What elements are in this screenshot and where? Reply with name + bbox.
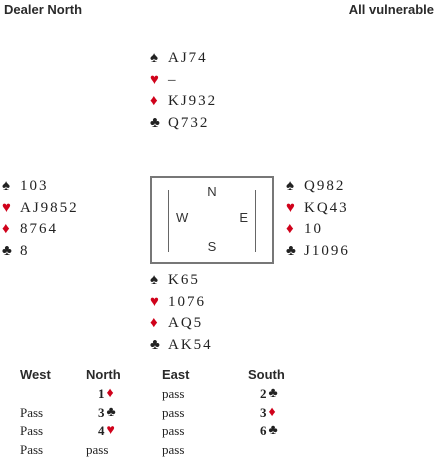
south-diamonds-cards: AQ5 <box>168 315 204 332</box>
north-hearts-row: ♥– <box>150 70 217 92</box>
auction-bid-text: pass <box>162 423 185 438</box>
auction-bid-text: Pass <box>20 441 44 457</box>
south-spades-cards: K65 <box>168 272 200 289</box>
east-hearts-row: ♥ KQ43 <box>286 198 350 220</box>
club-icon: ♣ <box>150 114 160 131</box>
heart-icon: ♥ <box>106 423 115 438</box>
club-icon: ♣ <box>286 242 296 259</box>
auction-bid-text: Pass <box>20 423 44 438</box>
south-clubs-row: ♣ AK54 <box>150 335 213 357</box>
compass-east: E <box>239 210 248 225</box>
auction-bid: pass <box>162 404 184 422</box>
spade-icon: ♠ <box>150 272 158 289</box>
club-icon: ♣ <box>268 386 278 401</box>
auction-bid-text: pass <box>86 441 109 457</box>
diamond-icon: ♦ <box>286 221 294 238</box>
auction-bid: pass <box>162 422 184 440</box>
club-icon: ♣ <box>2 242 12 259</box>
east-spades-cards: Q982 <box>304 178 346 195</box>
spade-icon: ♠ <box>286 178 294 195</box>
auction-bid-level: 1 <box>98 386 105 401</box>
auction-bid: 3♦ <box>260 404 276 422</box>
west-diamonds-row: ♦ 8764 <box>2 219 79 241</box>
east-spades-row: ♠ Q982 <box>286 176 350 198</box>
auction-bid: Pass <box>20 441 43 459</box>
north-spades-cards: AJ74 <box>168 50 208 67</box>
auction-header-east: East <box>162 367 190 382</box>
diamond-icon: ♦ <box>268 404 276 420</box>
west-spades-row: ♠ 103 <box>2 176 79 198</box>
south-hearts-cards: 1076 <box>168 293 206 310</box>
club-icon: ♣ <box>106 404 116 420</box>
compass-table: N W E S <box>150 176 274 264</box>
west-hearts-cards: AJ9852 <box>20 199 79 216</box>
dealer-label: Dealer North <box>4 2 83 17</box>
north-clubs-row: ♣ Q732 <box>150 113 217 135</box>
compass-north: N <box>207 184 217 199</box>
south-diamonds-row: ♦ AQ5 <box>150 313 213 335</box>
diamond-icon: ♦ <box>2 221 10 238</box>
north-hand: ♠ AJ74 ♥–♦ KJ932 ♣ Q732 <box>150 48 217 134</box>
auction-bid: Pass <box>20 404 43 422</box>
auction-bid-text: Pass <box>20 404 44 420</box>
east-clubs-row: ♣ J1096 <box>286 241 350 263</box>
club-icon: ♣ <box>268 423 278 438</box>
auction-header-south: South <box>248 367 285 382</box>
compass-inner-frame <box>168 190 256 252</box>
west-hand: ♠103♥AJ9852♦8764♣8 <box>2 176 79 262</box>
south-spades-row: ♠ K65 <box>150 270 213 292</box>
east-hand: ♠ Q982 ♥ KQ43 ♦ 10 ♣ J1096 <box>286 176 350 262</box>
north-diamonds-cards: KJ932 <box>168 93 218 110</box>
spade-icon: ♠ <box>150 50 158 67</box>
auction-bid: pass <box>162 385 184 403</box>
auction-bid-level: 4 <box>98 423 105 438</box>
compass-west: W <box>176 210 189 225</box>
heart-icon: ♥ <box>2 199 11 216</box>
diamond-icon: ♦ <box>150 315 158 332</box>
auction-bid: 6♣ <box>260 422 278 440</box>
east-diamonds-cards: 10 <box>304 221 323 238</box>
vulnerability-label: All vulnerable <box>348 2 434 17</box>
north-hearts-cards: – <box>168 71 178 88</box>
compass-south: S <box>207 239 217 254</box>
heart-icon: ♥ <box>150 293 159 310</box>
diamond-icon: ♦ <box>150 93 158 110</box>
east-clubs-cards: J1096 <box>304 242 350 259</box>
auction-bid: Pass <box>20 422 43 440</box>
north-clubs-cards: Q732 <box>168 114 210 131</box>
spade-icon: ♠ <box>2 178 10 195</box>
diamond-icon: ♦ <box>106 386 114 401</box>
south-hand: ♠ K65 ♥ 1076 ♦ AQ5 ♣ AK54 <box>150 270 213 356</box>
west-clubs-row: ♣8 <box>2 241 79 263</box>
west-diamonds-cards: 8764 <box>20 221 58 238</box>
east-hearts-cards: KQ43 <box>304 199 349 216</box>
auction-bid: 3♣ <box>98 404 116 422</box>
heart-icon: ♥ <box>150 71 159 88</box>
auction-header-north: North <box>86 367 121 382</box>
auction-bid: pass <box>162 441 184 459</box>
auction-bid-level: 2 <box>260 386 267 401</box>
west-spades-cards: 103 <box>20 178 49 195</box>
auction-bid-level: 3 <box>260 404 267 420</box>
south-clubs-cards: AK54 <box>168 336 213 353</box>
auction-bid: pass <box>86 441 108 459</box>
auction-bid-level: 6 <box>260 423 267 438</box>
heart-icon: ♥ <box>286 199 295 216</box>
west-hearts-row: ♥ AJ9852 <box>2 198 79 220</box>
south-hearts-row: ♥ 1076 <box>150 292 213 314</box>
east-diamonds-row: ♦ 10 <box>286 219 350 241</box>
auction-bid-text: pass <box>162 441 185 457</box>
north-diamonds-row: ♦ KJ932 <box>150 91 217 113</box>
auction-bid-level: 3 <box>98 404 105 420</box>
north-spades-row: ♠ AJ74 <box>150 48 217 70</box>
west-clubs-cards: 8 <box>20 242 30 259</box>
auction-bid-text: pass <box>162 404 185 420</box>
auction-bid: 2♣ <box>260 385 278 403</box>
auction-header-west: West <box>20 367 51 382</box>
auction-bid: 1♦ <box>98 385 114 403</box>
auction-bid: 4♥ <box>98 422 115 440</box>
auction-bid-text: pass <box>162 386 185 401</box>
club-icon: ♣ <box>150 336 160 353</box>
